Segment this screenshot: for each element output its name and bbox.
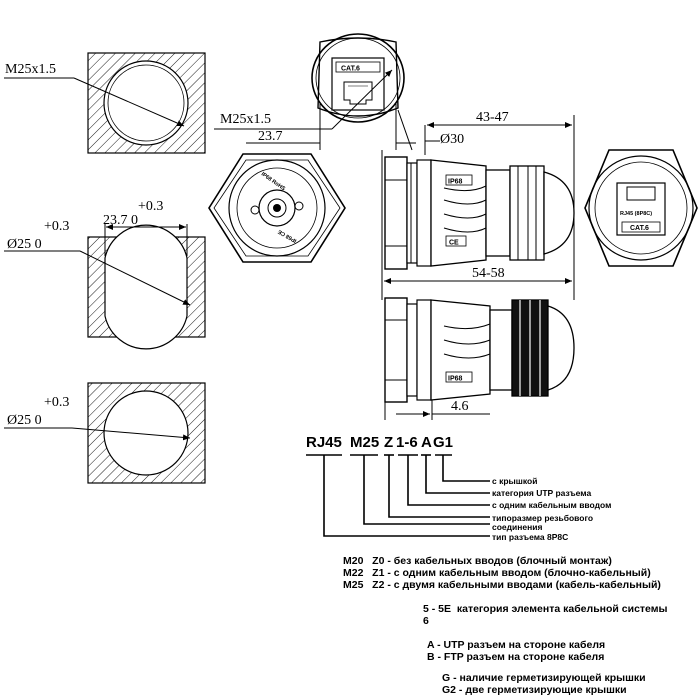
hole2-tolerance-left: +0.3 [44, 219, 69, 234]
hole3-tolerance: +0.3 [44, 395, 69, 410]
note-category-1: 5 - 5E категория элемента кабельной сист… [423, 603, 668, 615]
note-connector-b: B - FTP разъем на стороне кабеля [427, 651, 604, 663]
panel-hole-d-shaped: +0.3 23.7 0 +0.3 Ø25 0 [4, 199, 206, 350]
code-part-size: M25 [350, 434, 379, 451]
top-width-label: 23.7 [258, 129, 283, 144]
notes: M20 Z0 - без кабельных вводов (блочный м… [343, 555, 668, 696]
code-part-type: A [421, 434, 432, 451]
top-view-socket: CAT.6 M25x1.5 23.7 [214, 33, 416, 151]
side-mark-1: IP68 [448, 179, 463, 186]
legend-thread-size-1: типоразмер резьбового [492, 513, 593, 523]
top-thread-label: M25x1.5 [220, 112, 271, 127]
note-cap-g2: G2 - две герметизирующие крышки [442, 684, 627, 696]
code-part-cat: 1-6 [396, 434, 418, 451]
top-cat-label: CAT.6 [341, 66, 360, 73]
legend-single-entry: с одним кабельным вводом [492, 500, 611, 510]
side-view-upper: IP68 CE 43-47 Ø30 54-58 [381, 110, 575, 300]
hole2-width: 23.7 0 [103, 213, 138, 228]
panel-hole-round: +0.3 Ø25 0 [4, 382, 206, 484]
side-view-lower: IP68 4.6 [384, 297, 575, 420]
code-part-z: Z [384, 434, 393, 451]
dim-length-total: 54-58 [472, 266, 505, 281]
lower-mark: IP68 [448, 376, 463, 383]
legend-connector-type: тип разъема 8P8C [492, 532, 568, 542]
legend-thread-size-2: соединения [492, 522, 542, 532]
hole2-tolerance-top: +0.3 [138, 199, 163, 214]
note-size-2: M22 Z1 - с одним кабельным вводом (блочн… [343, 567, 651, 579]
note-size-3: M25 Z2 - с двумя кабельными вводами (каб… [343, 579, 661, 591]
side-mark-2: CE [449, 240, 459, 247]
note-cap-g: G - наличие герметизирующей крышки [442, 672, 646, 684]
panel-hole-threaded: M25x1.5 [4, 52, 206, 154]
note-connector-a: A - UTP разъем на стороне кабеля [427, 639, 605, 651]
hole1-thread-label: M25x1.5 [5, 62, 56, 77]
order-code-diagram: RJ45 M25 Z 1-6 A G1 с крышкой категория … [306, 434, 611, 542]
end-cat-label: CAT.6 [630, 225, 649, 232]
legend-cap: с крышкой [492, 476, 537, 486]
legend-utp: категория UTP разъема [492, 488, 591, 498]
hex-nut-view: IP68 RoHS IP68 CE [208, 153, 346, 263]
code-part-rj45: RJ45 [306, 434, 342, 451]
dim-thickness: 4.6 [451, 399, 469, 414]
note-size-1: M20 Z0 - без кабельных вводов (блочный м… [343, 555, 612, 567]
note-category-2: 6 [423, 615, 429, 627]
code-part-cap: G1 [433, 434, 453, 451]
hole3-diameter: Ø25 0 [7, 413, 42, 428]
dim-length-top: 43-47 [476, 110, 509, 125]
end-view-rj45: RJ45 (8P8C) CAT.6 [584, 149, 698, 267]
dim-diameter: Ø30 [440, 132, 464, 147]
hole2-diameter: Ø25 0 [7, 237, 42, 252]
end-connector-label: RJ45 (8P8C) [620, 211, 652, 217]
